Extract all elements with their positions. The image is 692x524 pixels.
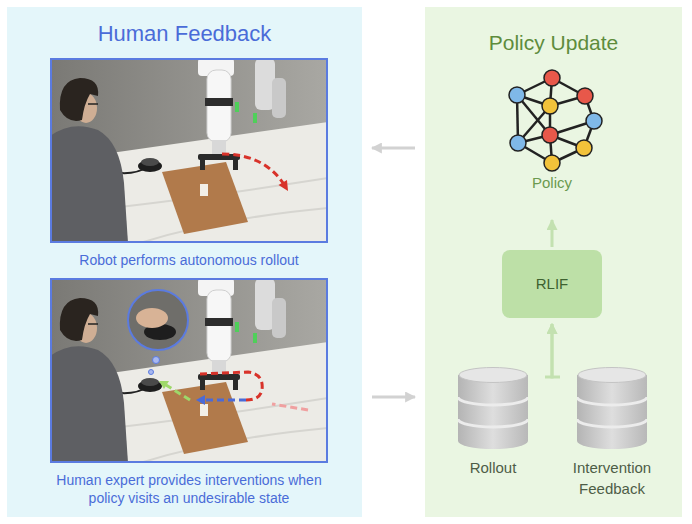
correction-arrow	[204, 399, 246, 402]
photo-border	[50, 278, 328, 463]
photo-scene	[50, 278, 328, 463]
connector-arrow	[552, 324, 560, 377]
cylinder-top	[578, 368, 646, 383]
trajectory-arrow	[272, 404, 308, 410]
network-unit	[577, 88, 593, 104]
network-unit	[542, 98, 558, 114]
cylinder-bottom	[577, 433, 647, 449]
section-panel: PolicyRLIF Rollout Intervention Feedback Po…	[425, 7, 682, 517]
cylinder-band	[458, 397, 528, 405]
photo-caption: Human expert provides interventions when…	[39, 471, 339, 507]
trajectory-arrow	[222, 154, 285, 186]
panel-ground	[7, 7, 362, 517]
cylinder-top	[459, 368, 527, 383]
process-box: RLIF	[502, 250, 602, 318]
trajectory-arrow	[200, 372, 262, 400]
correction-head	[196, 395, 205, 405]
database-label: Intervention Feedback	[560, 457, 664, 499]
network-unit	[542, 127, 558, 143]
network-unit	[509, 87, 525, 103]
cylinder-band	[577, 397, 647, 405]
network-unit	[544, 70, 560, 86]
correction-arrow	[166, 385, 190, 400]
cylinder-bottom	[458, 433, 528, 449]
cylinder-body	[458, 375, 528, 441]
cylinder-band	[458, 419, 528, 427]
connector-arrow	[372, 147, 415, 150]
connector-arrow	[551, 220, 554, 247]
thought-dot	[153, 357, 160, 364]
photo-border	[50, 58, 328, 243]
neural-network-icon	[509, 70, 602, 171]
cylinder-shape	[577, 367, 647, 449]
connector-arrow	[372, 396, 415, 399]
network-unit	[586, 113, 602, 129]
rollout-photo	[50, 58, 328, 243]
database-cylinder: Rollout	[441, 367, 545, 478]
box-label: RLIF	[536, 275, 569, 293]
node-label: Policy	[504, 174, 600, 192]
zoom-inset	[128, 290, 188, 350]
intervention-photo	[50, 278, 328, 463]
policy-network: Policy	[504, 68, 600, 192]
network-unit	[544, 155, 560, 171]
database-cylinder: Intervention Feedback	[560, 367, 664, 499]
correction-head	[159, 381, 169, 389]
cylinder-body	[577, 375, 647, 441]
network-unit	[510, 135, 526, 151]
panel-heading: Human Feedback	[7, 7, 362, 47]
cylinder-band	[577, 419, 647, 427]
network-unit	[576, 140, 592, 156]
panel-ground	[425, 7, 682, 517]
panel-heading: Policy Update	[425, 7, 682, 55]
cylinder-shape	[458, 367, 528, 449]
photo-frame: Human expert provides interventions when…	[39, 278, 339, 507]
database-label: Rollout	[441, 457, 545, 478]
photo-scene	[50, 58, 328, 243]
section-panel: Robot performs autonomous rolloutHuman e…	[7, 7, 362, 517]
photo-frame: Robot performs autonomous rollout	[39, 58, 339, 269]
thought-dot	[149, 370, 154, 375]
zoom-hand	[136, 308, 168, 328]
photo-caption: Robot performs autonomous rollout	[39, 251, 339, 269]
trajectory-head	[279, 180, 289, 191]
